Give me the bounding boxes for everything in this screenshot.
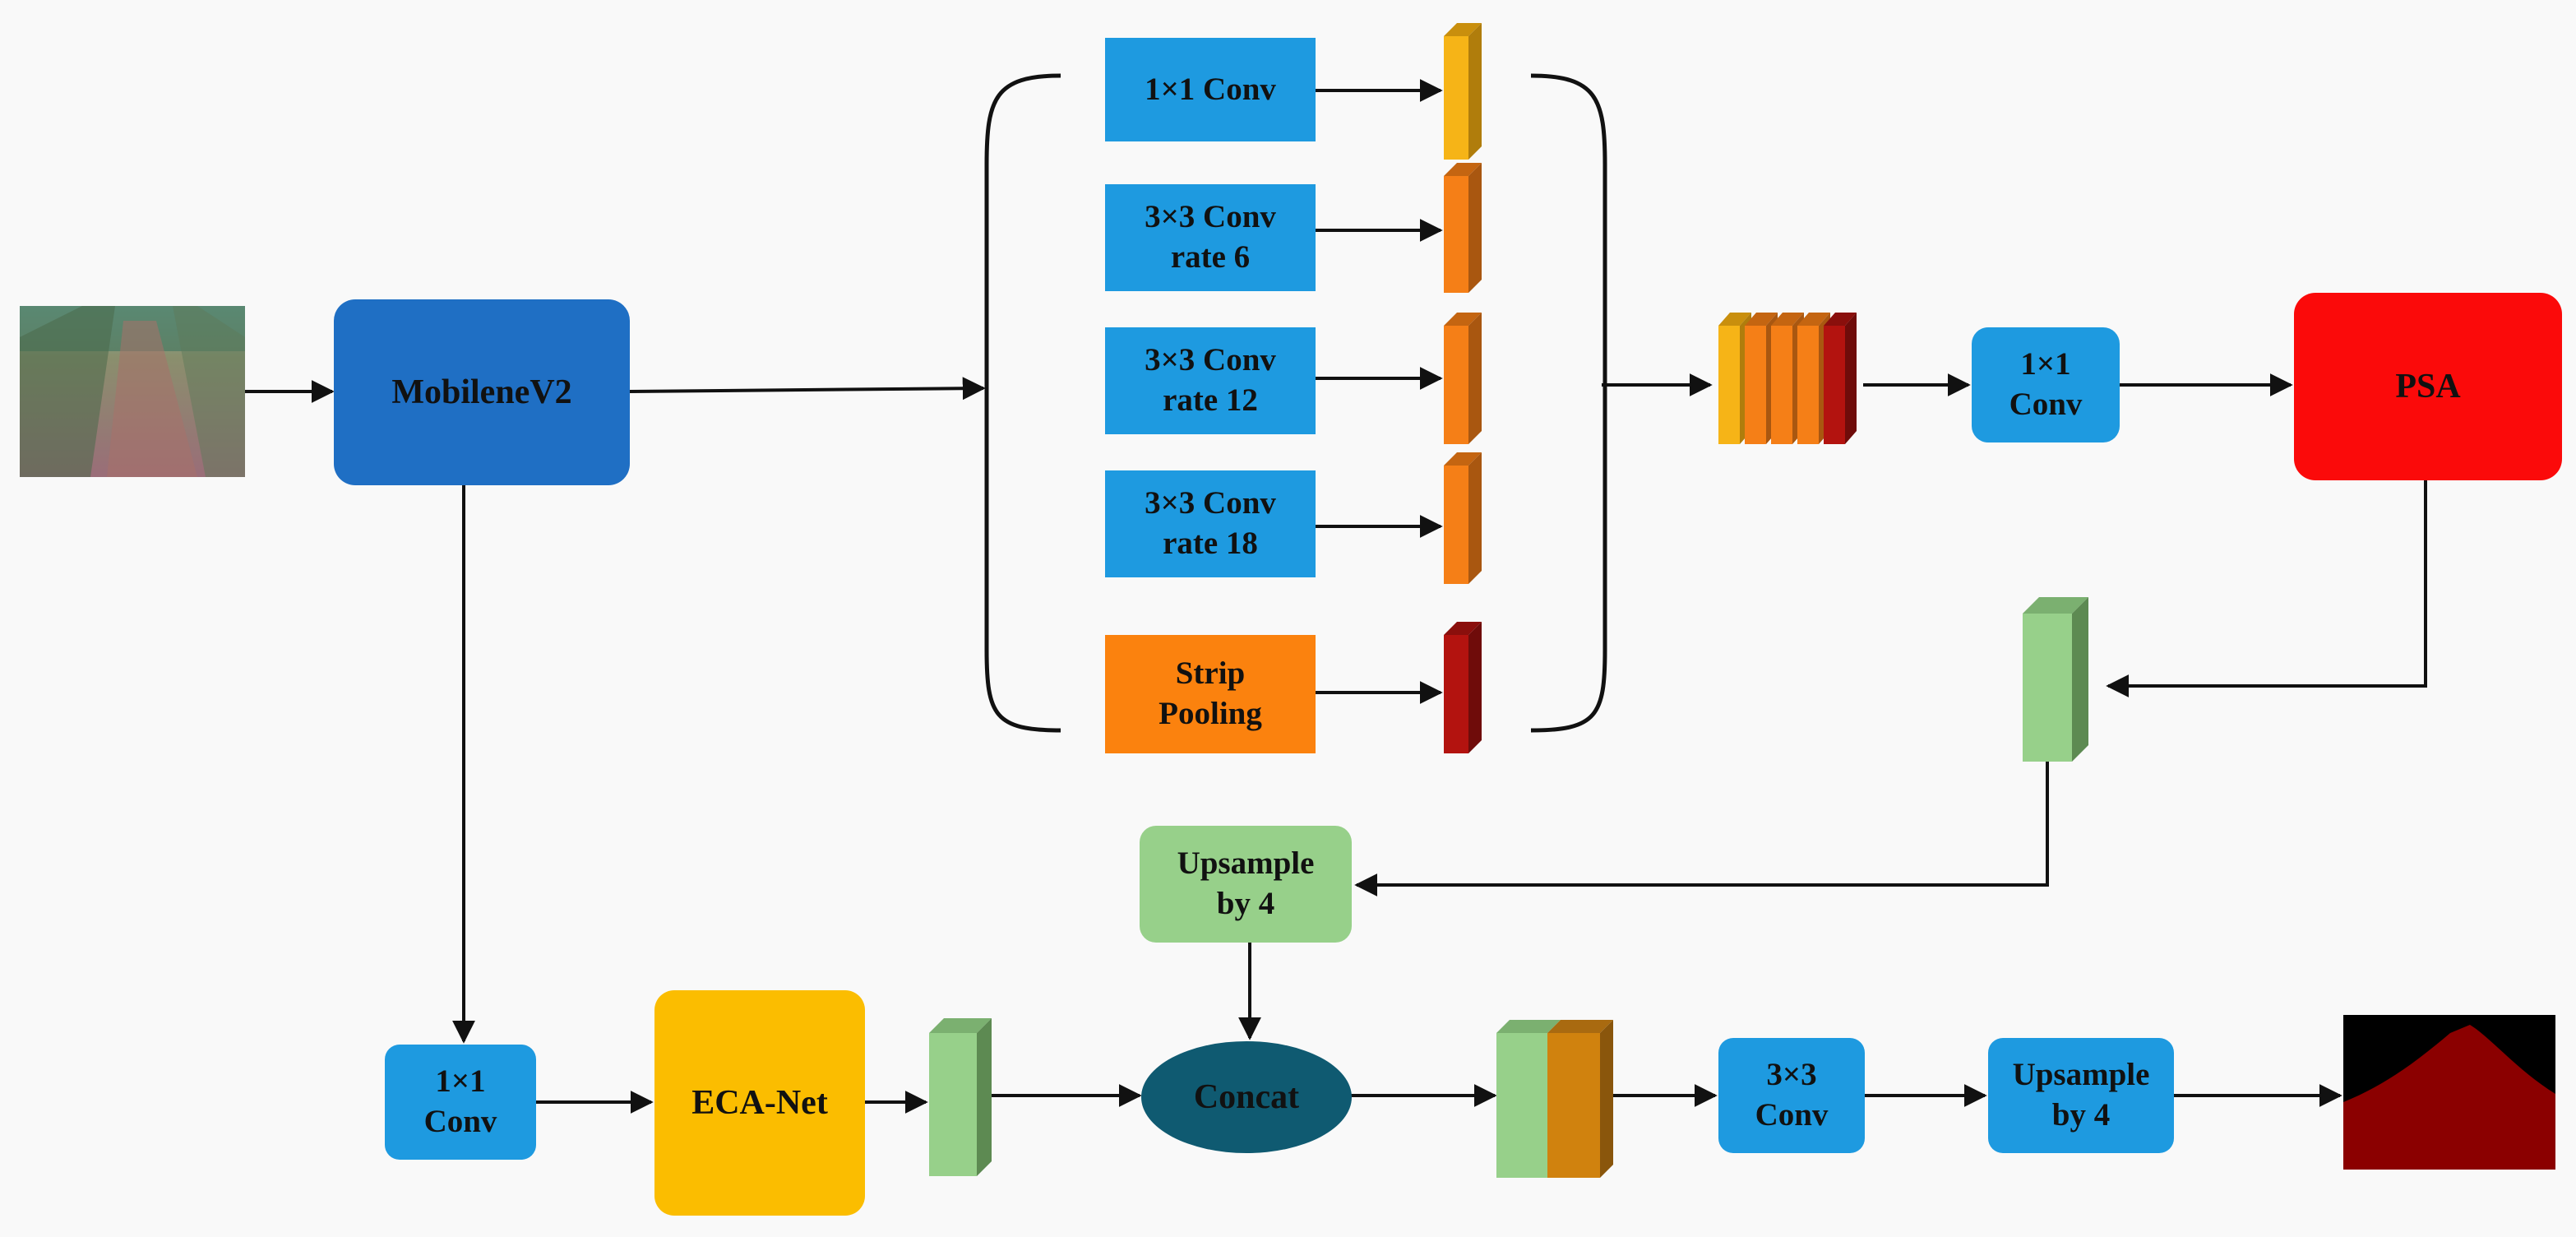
upsample-top-title: Upsample bbox=[1177, 846, 1315, 882]
aspp-feature-maps bbox=[1444, 23, 1482, 753]
feature-map-rate18 bbox=[1444, 452, 1482, 584]
concat-output-features bbox=[1496, 1020, 1613, 1178]
post-aspp-conv-sub: Conv bbox=[2009, 387, 2083, 422]
low-level-conv-box: 1×1 Conv bbox=[385, 1045, 536, 1160]
low-level-conv-title: 1×1 bbox=[435, 1063, 486, 1100]
feature-map-rate12 bbox=[1444, 313, 1482, 444]
psa-label: PSA bbox=[2395, 367, 2461, 405]
mobilenetv2-label: MobileneV2 bbox=[391, 373, 572, 411]
feature-map-rate6 bbox=[1444, 163, 1482, 293]
aspp-rate12-title: 3×3 Conv bbox=[1145, 342, 1276, 378]
aspp-conv1x1-label: 1×1 Conv bbox=[1145, 71, 1276, 107]
strip-pooling-sub: Pooling bbox=[1159, 696, 1262, 731]
aspp-rate6-sub: rate 6 bbox=[1170, 239, 1251, 275]
strip-pooling-title: Strip bbox=[1175, 656, 1246, 692]
aspp-rate18-sub: rate 18 bbox=[1163, 526, 1258, 561]
eca-net-box: ECA-Net bbox=[654, 990, 865, 1216]
aspp-rate12-sub: rate 12 bbox=[1163, 382, 1258, 418]
final-conv-sub: Conv bbox=[1755, 1097, 1829, 1133]
eca-output-feature bbox=[929, 1018, 992, 1176]
concatenated-feature-stack bbox=[1718, 313, 1857, 444]
feature-map-strip bbox=[1444, 622, 1482, 753]
psa-box: PSA bbox=[2294, 293, 2562, 480]
upsample-final-box: Upsample by 4 bbox=[1988, 1038, 2174, 1153]
aspp-conv1x1-box: 1×1 Conv bbox=[1105, 38, 1316, 141]
final-conv-title: 3×3 bbox=[1766, 1057, 1817, 1093]
upsample-top-sub: by 4 bbox=[1216, 886, 1275, 921]
upsample-top-box: Upsample by 4 bbox=[1140, 826, 1352, 943]
aspp-conv3x3-rate6-box: 3×3 Conv rate 6 bbox=[1105, 184, 1316, 291]
feature-map-conv1 bbox=[1444, 23, 1482, 160]
input-image bbox=[20, 306, 245, 477]
upsample-final-title: Upsample bbox=[2012, 1057, 2150, 1093]
aspp-rate18-title: 3×3 Conv bbox=[1145, 485, 1276, 521]
arrow-feature-to-upsample bbox=[1354, 762, 2049, 896]
arrow-backbone-to-aspp bbox=[629, 377, 986, 401]
strip-pooling-box: Strip Pooling bbox=[1105, 635, 1316, 753]
mobilenetv2-box: MobileneV2 bbox=[334, 299, 630, 485]
post-aspp-conv-box: 1×1 Conv bbox=[1972, 327, 2120, 442]
final-conv-box: 3×3 Conv bbox=[1718, 1038, 1865, 1153]
arrow-psa-to-feature bbox=[2106, 480, 2427, 697]
aspp-right-bracket bbox=[1530, 73, 1607, 733]
aspp-conv3x3-rate12-box: 3×3 Conv rate 12 bbox=[1105, 327, 1316, 434]
output-mask bbox=[2343, 1015, 2555, 1170]
psa-output-feature bbox=[2023, 597, 2088, 762]
aspp-left-bracket bbox=[984, 73, 1061, 733]
post-aspp-conv-title: 1×1 bbox=[2020, 346, 2071, 382]
aspp-conv3x3-rate18-box: 3×3 Conv rate 18 bbox=[1105, 470, 1316, 577]
concat-node: Concat bbox=[1141, 1041, 1352, 1153]
eca-net-label: ECA-Net bbox=[691, 1083, 828, 1122]
upsample-final-sub: by 4 bbox=[2051, 1097, 2111, 1133]
concat-label: Concat bbox=[1193, 1077, 1300, 1116]
low-level-conv-sub: Conv bbox=[423, 1104, 497, 1139]
aspp-rate6-title: 3×3 Conv bbox=[1145, 199, 1276, 235]
